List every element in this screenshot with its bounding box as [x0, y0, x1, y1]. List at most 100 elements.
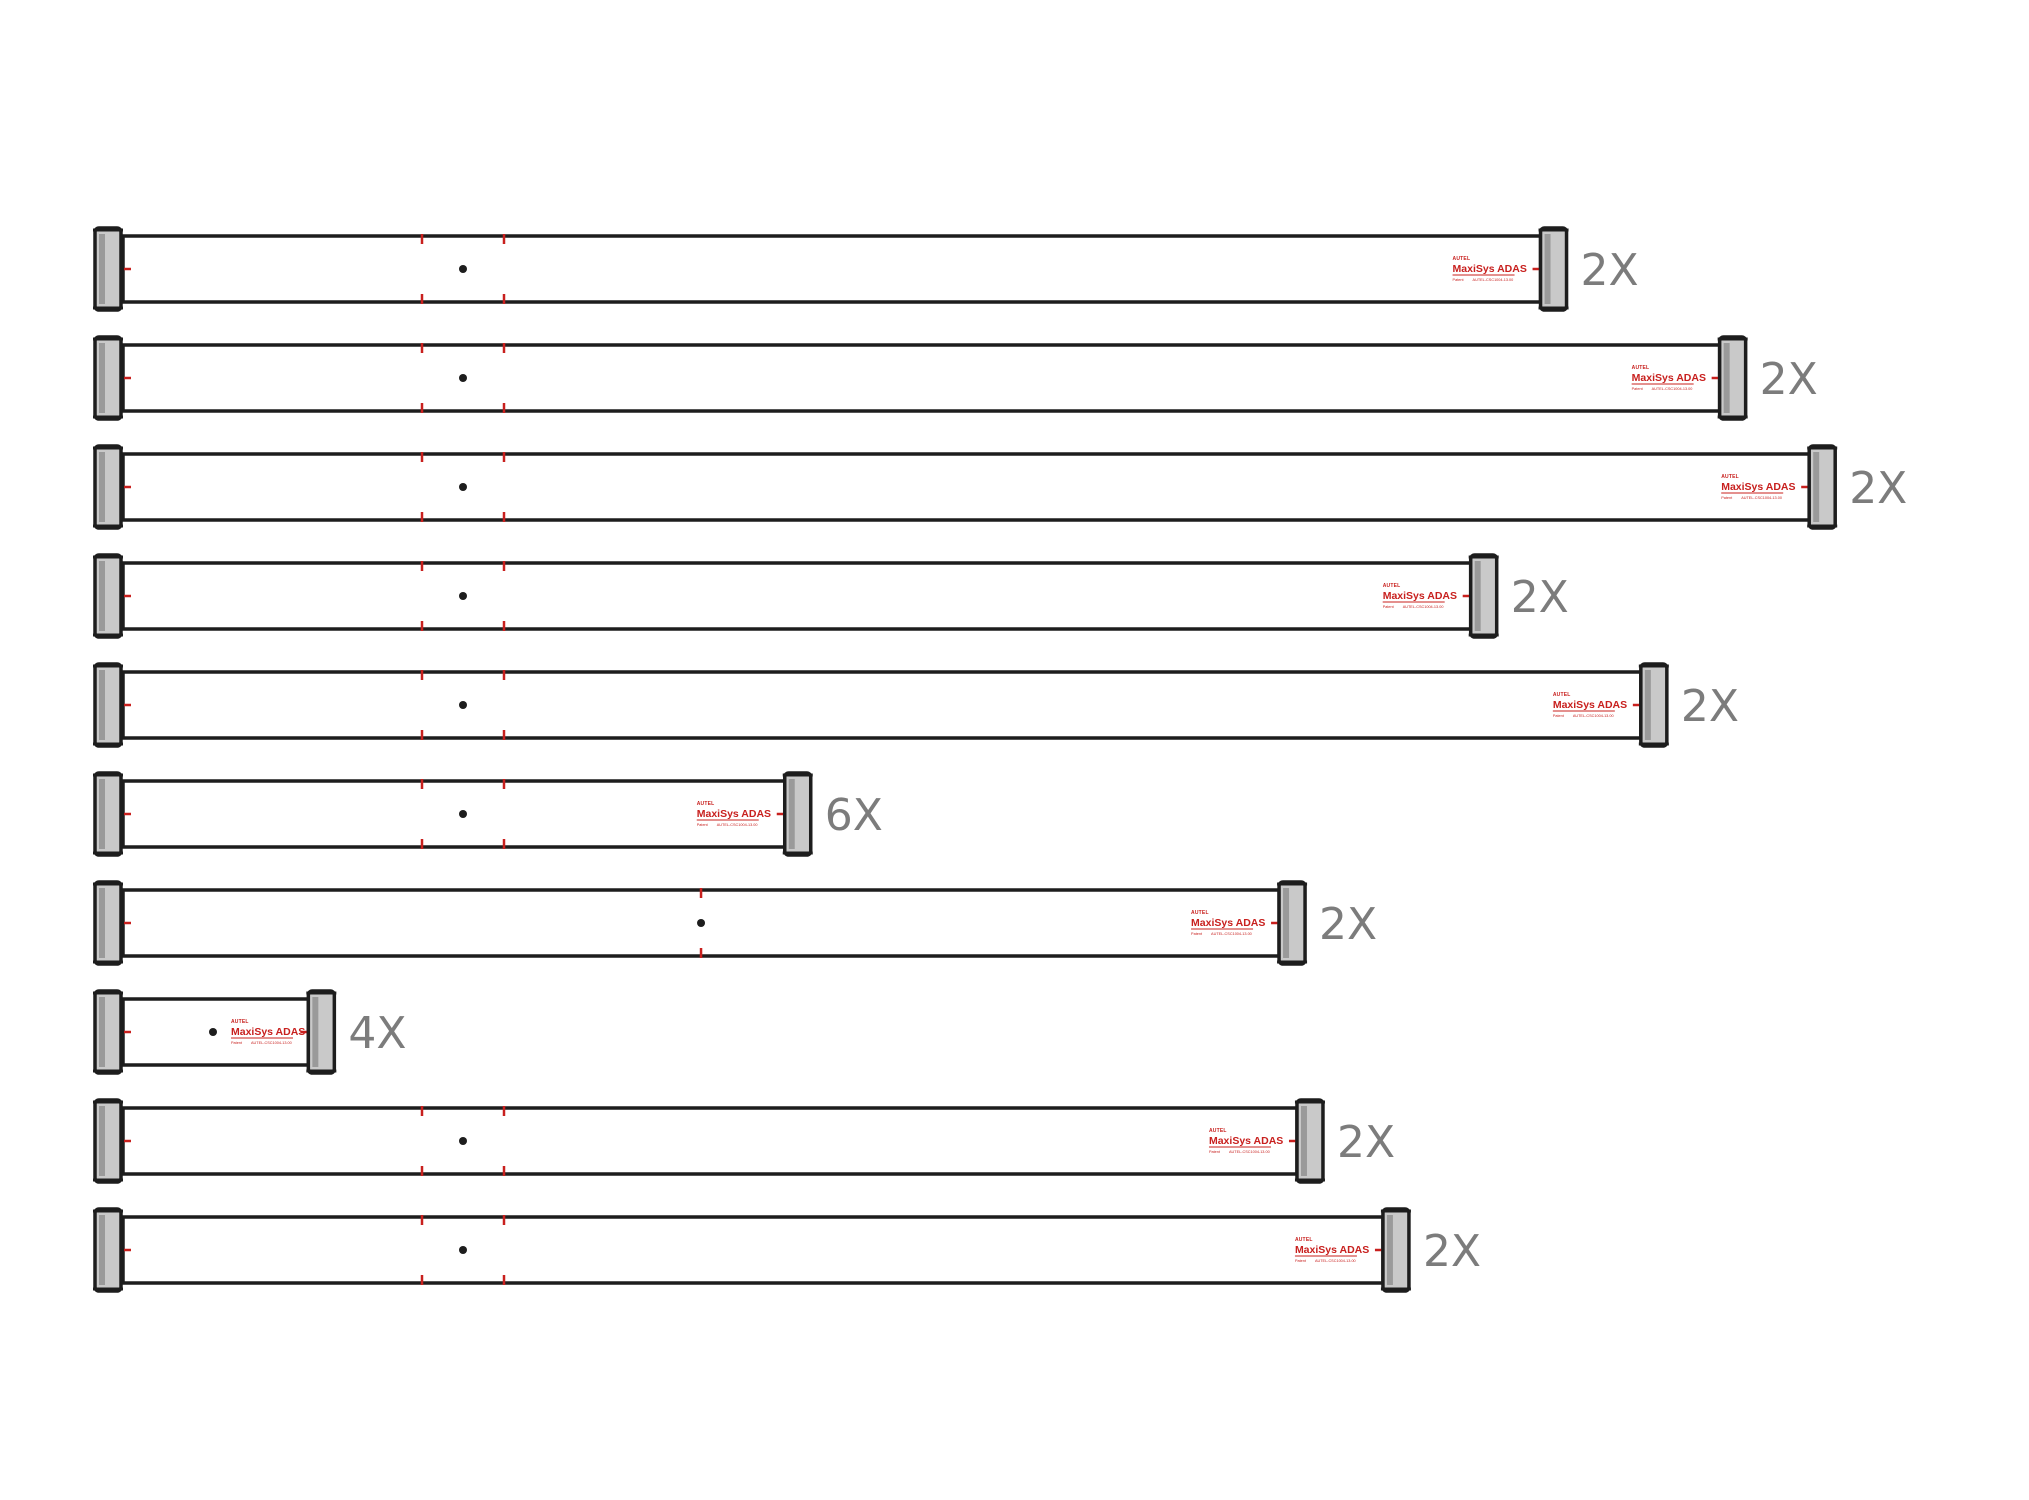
end-cap-shade [99, 779, 105, 849]
center-dot [459, 810, 467, 818]
label-footer-left: Patent [1191, 932, 1203, 936]
end-cap-shade [312, 997, 319, 1067]
brand-name: AUTEL [697, 801, 715, 807]
product-name: MaxiSys ADAS [231, 1026, 305, 1038]
label-footer-right: AUTEL-CSC1004-13.00 [1315, 1259, 1356, 1263]
quantity-label: 2X [1760, 354, 1818, 405]
end-cap-shade [99, 561, 105, 631]
end-cap-shade [99, 997, 105, 1067]
bar-body [121, 1106, 1299, 1176]
right-end-cap [1294, 1098, 1325, 1184]
label-footer-right: AUTEL-CSC1004-13.00 [1403, 605, 1444, 609]
end-cap-body [1277, 880, 1307, 966]
quantity-label: 2X [1681, 681, 1739, 732]
end-cap-body [93, 771, 123, 857]
end-cap-shade [1723, 343, 1730, 413]
left-end-cap [93, 989, 123, 1075]
end-cap-body [93, 553, 123, 639]
label-footer-left: Patent [1453, 278, 1465, 282]
product-name: MaxiSys ADAS [1191, 917, 1265, 929]
product-name: MaxiSys ADAS [1553, 699, 1627, 711]
center-dot [697, 919, 706, 927]
end-cap-shade [788, 779, 795, 849]
label-footer-right: AUTEL-CSC1004-13.00 [1211, 932, 1252, 936]
label-footer-right: AUTEL-CSC1004-13.00 [1229, 1150, 1270, 1154]
end-cap-shade [99, 234, 105, 304]
end-cap-body [93, 1207, 123, 1293]
right-end-cap [306, 989, 337, 1075]
end-cap-shade [99, 452, 105, 522]
label-footer-left: Patent [1209, 1150, 1221, 1154]
end-cap-body [1295, 1098, 1325, 1184]
bar-body [121, 561, 1473, 631]
quantity-label: 2X [1849, 463, 1907, 514]
bar-body [121, 779, 787, 849]
label-footer-right: AUTEL-CSC1004-13.00 [1473, 278, 1514, 282]
label-footer-right: AUTEL-CSC1004-13.00 [1652, 387, 1693, 391]
center-dot [459, 701, 467, 709]
brand-name: AUTEL [1553, 692, 1571, 698]
label-footer-left: Patent [1721, 496, 1733, 500]
product-name: MaxiSys ADAS [1632, 372, 1706, 384]
right-end-cap [1380, 1207, 1411, 1293]
left-end-cap [93, 880, 123, 966]
label-footer-right: AUTEL-CSC1004-13.00 [1573, 714, 1614, 718]
end-cap-body [93, 989, 123, 1075]
left-end-cap [93, 662, 123, 748]
end-cap-body [1717, 335, 1748, 421]
end-cap-shade [99, 670, 105, 740]
label-footer-right: AUTEL-CSC1004-13.00 [717, 823, 758, 827]
quantity-label: 2X [1337, 1117, 1395, 1168]
end-cap-body [1381, 1207, 1411, 1293]
bar-body [121, 452, 1811, 522]
quantity-label: 2X [1581, 245, 1639, 296]
brand-name: AUTEL [1295, 1237, 1313, 1243]
brand-name: AUTEL [231, 1019, 249, 1025]
label-footer-left: Patent [1295, 1259, 1307, 1263]
left-end-cap [93, 1207, 123, 1293]
left-end-cap [93, 335, 123, 421]
end-cap-body [306, 989, 337, 1075]
left-end-cap [93, 553, 123, 639]
end-cap-shade [1386, 1215, 1393, 1285]
product-name: MaxiSys ADAS [1721, 481, 1795, 493]
left-end-cap [93, 226, 123, 312]
left-end-cap [93, 1098, 123, 1184]
right-end-cap [1638, 662, 1669, 748]
product-name: MaxiSys ADAS [1295, 1244, 1369, 1256]
end-cap-body [1538, 226, 1569, 312]
label-footer-left: Patent [697, 823, 709, 827]
brand-name: AUTEL [1721, 474, 1739, 480]
center-dot [209, 1028, 217, 1036]
end-cap-body [93, 444, 123, 530]
brand-name: AUTEL [1453, 256, 1471, 262]
label-footer-right: AUTEL-CSC1004-13.00 [1741, 496, 1782, 500]
center-dot [459, 1246, 467, 1254]
end-cap-shade [1544, 234, 1551, 304]
label-footer-left: Patent [231, 1041, 243, 1045]
right-end-cap [782, 771, 813, 857]
bar-body [121, 670, 1643, 740]
end-cap-body [1807, 444, 1837, 530]
center-dot [459, 265, 467, 273]
end-cap-body [93, 226, 123, 312]
right-end-cap [1277, 880, 1308, 966]
product-name: MaxiSys ADAS [697, 808, 771, 820]
end-cap-body [1639, 662, 1669, 748]
end-cap-shade [1644, 670, 1651, 740]
